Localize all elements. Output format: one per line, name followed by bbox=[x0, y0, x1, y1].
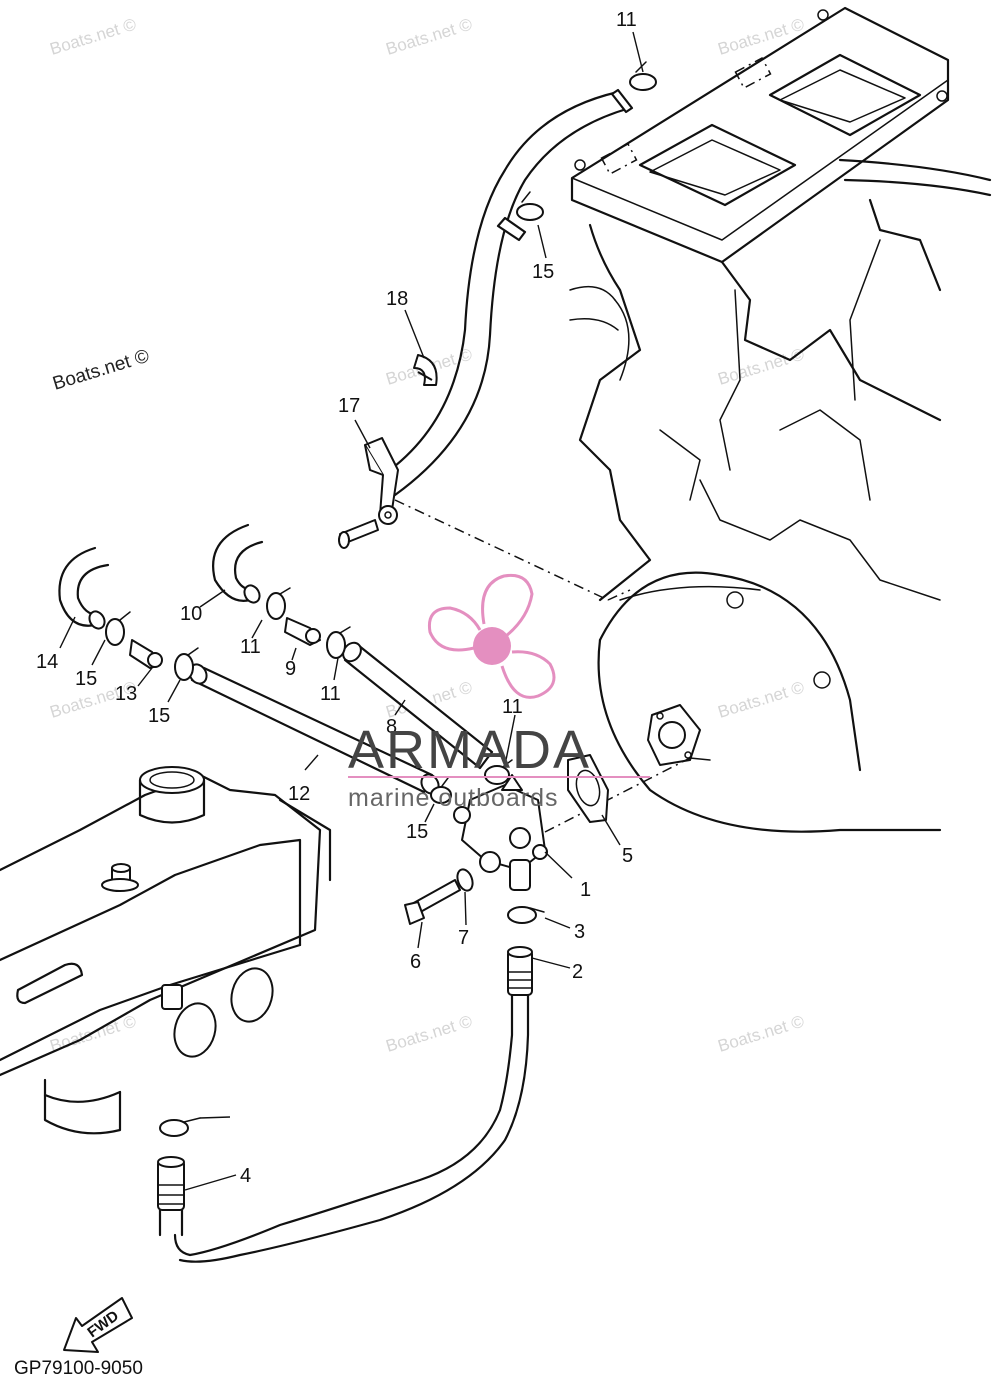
callout-11: 11 bbox=[240, 636, 261, 658]
callouts: 11 15 18 17 14 10 11 15 13 9 11 15 8 11 … bbox=[36, 9, 637, 1187]
callout-15: 15 bbox=[532, 261, 554, 283]
callout-8: 8 bbox=[386, 716, 397, 738]
clip-3 bbox=[507, 906, 545, 924]
propeller-logo bbox=[427, 573, 556, 699]
callout-2: 2 bbox=[572, 961, 583, 983]
propeller-blade bbox=[427, 606, 482, 652]
fitting-13 bbox=[129, 639, 163, 669]
callout-15: 15 bbox=[406, 821, 428, 843]
clip-11-top bbox=[629, 61, 657, 91]
fwd-arrow: FWD bbox=[63, 1297, 133, 1353]
callout-4: 4 bbox=[240, 1165, 251, 1187]
callout-3: 3 bbox=[574, 921, 585, 943]
callout-1: 1 bbox=[580, 879, 591, 901]
watermark: Boats.net © bbox=[384, 1011, 475, 1055]
clip-15-low bbox=[430, 777, 452, 804]
watermark: Boats.net © bbox=[716, 14, 807, 58]
callout-15: 15 bbox=[148, 705, 170, 727]
watermark: Boats.net © bbox=[716, 344, 807, 388]
figure-code: GP79100-9050 bbox=[14, 1358, 143, 1379]
callout-10: 10 bbox=[180, 603, 202, 625]
clip-15-top bbox=[516, 191, 544, 221]
clip-18 bbox=[159, 1117, 201, 1137]
callout-14: 14 bbox=[36, 651, 58, 673]
callout-12: 12 bbox=[288, 783, 310, 805]
callout-13: 13 bbox=[115, 683, 137, 705]
gasket-5 bbox=[567, 754, 609, 823]
propeller-blade bbox=[500, 650, 556, 699]
clip-11-mid bbox=[266, 587, 291, 620]
clip-15-mid bbox=[174, 647, 199, 681]
bracket-16 bbox=[338, 437, 399, 549]
leaders bbox=[59, 31, 644, 1191]
tank bbox=[0, 766, 332, 1135]
clip-17 bbox=[413, 354, 438, 386]
housing-1 bbox=[453, 774, 548, 891]
brand-tagline: marine outboards bbox=[348, 784, 559, 812]
fitting-9 bbox=[284, 617, 321, 646]
callout-11: 11 bbox=[616, 9, 637, 31]
bolt-6 bbox=[404, 879, 461, 925]
callout-17: 18 bbox=[386, 288, 408, 310]
brand-name: ARMADA bbox=[348, 720, 591, 780]
watermark: Boats.net © bbox=[48, 14, 139, 58]
propeller-blade bbox=[481, 573, 534, 638]
callout-15: 15 bbox=[75, 668, 97, 690]
parts bbox=[105, 61, 657, 1137]
clip-11-mid2 bbox=[326, 626, 351, 659]
callout-11: 11 bbox=[320, 683, 341, 705]
watermark: Boats.net © bbox=[716, 677, 807, 721]
washer-7 bbox=[456, 868, 474, 892]
callout-6: 6 bbox=[410, 951, 421, 973]
callout-11: 11 bbox=[502, 696, 523, 718]
clip-15-left bbox=[105, 611, 131, 646]
callout-7: 7 bbox=[458, 927, 469, 949]
clip-11-low bbox=[484, 759, 513, 785]
alignment-lines bbox=[394, 499, 693, 833]
watermark: Boats.net © bbox=[50, 346, 151, 395]
watermark: Boats.net © bbox=[716, 1011, 807, 1055]
propeller-hub bbox=[473, 627, 511, 665]
callout-9: 9 bbox=[285, 658, 296, 680]
engine-block bbox=[569, 6, 992, 833]
callout-5: 5 bbox=[622, 845, 633, 867]
fwd-arrow-icon bbox=[63, 1297, 133, 1353]
callout-16: 17 bbox=[338, 395, 360, 417]
brand-logo: ARMADA marine outboards bbox=[348, 573, 650, 812]
hoses bbox=[58, 88, 634, 1263]
watermark: Boats.net © bbox=[384, 14, 475, 58]
